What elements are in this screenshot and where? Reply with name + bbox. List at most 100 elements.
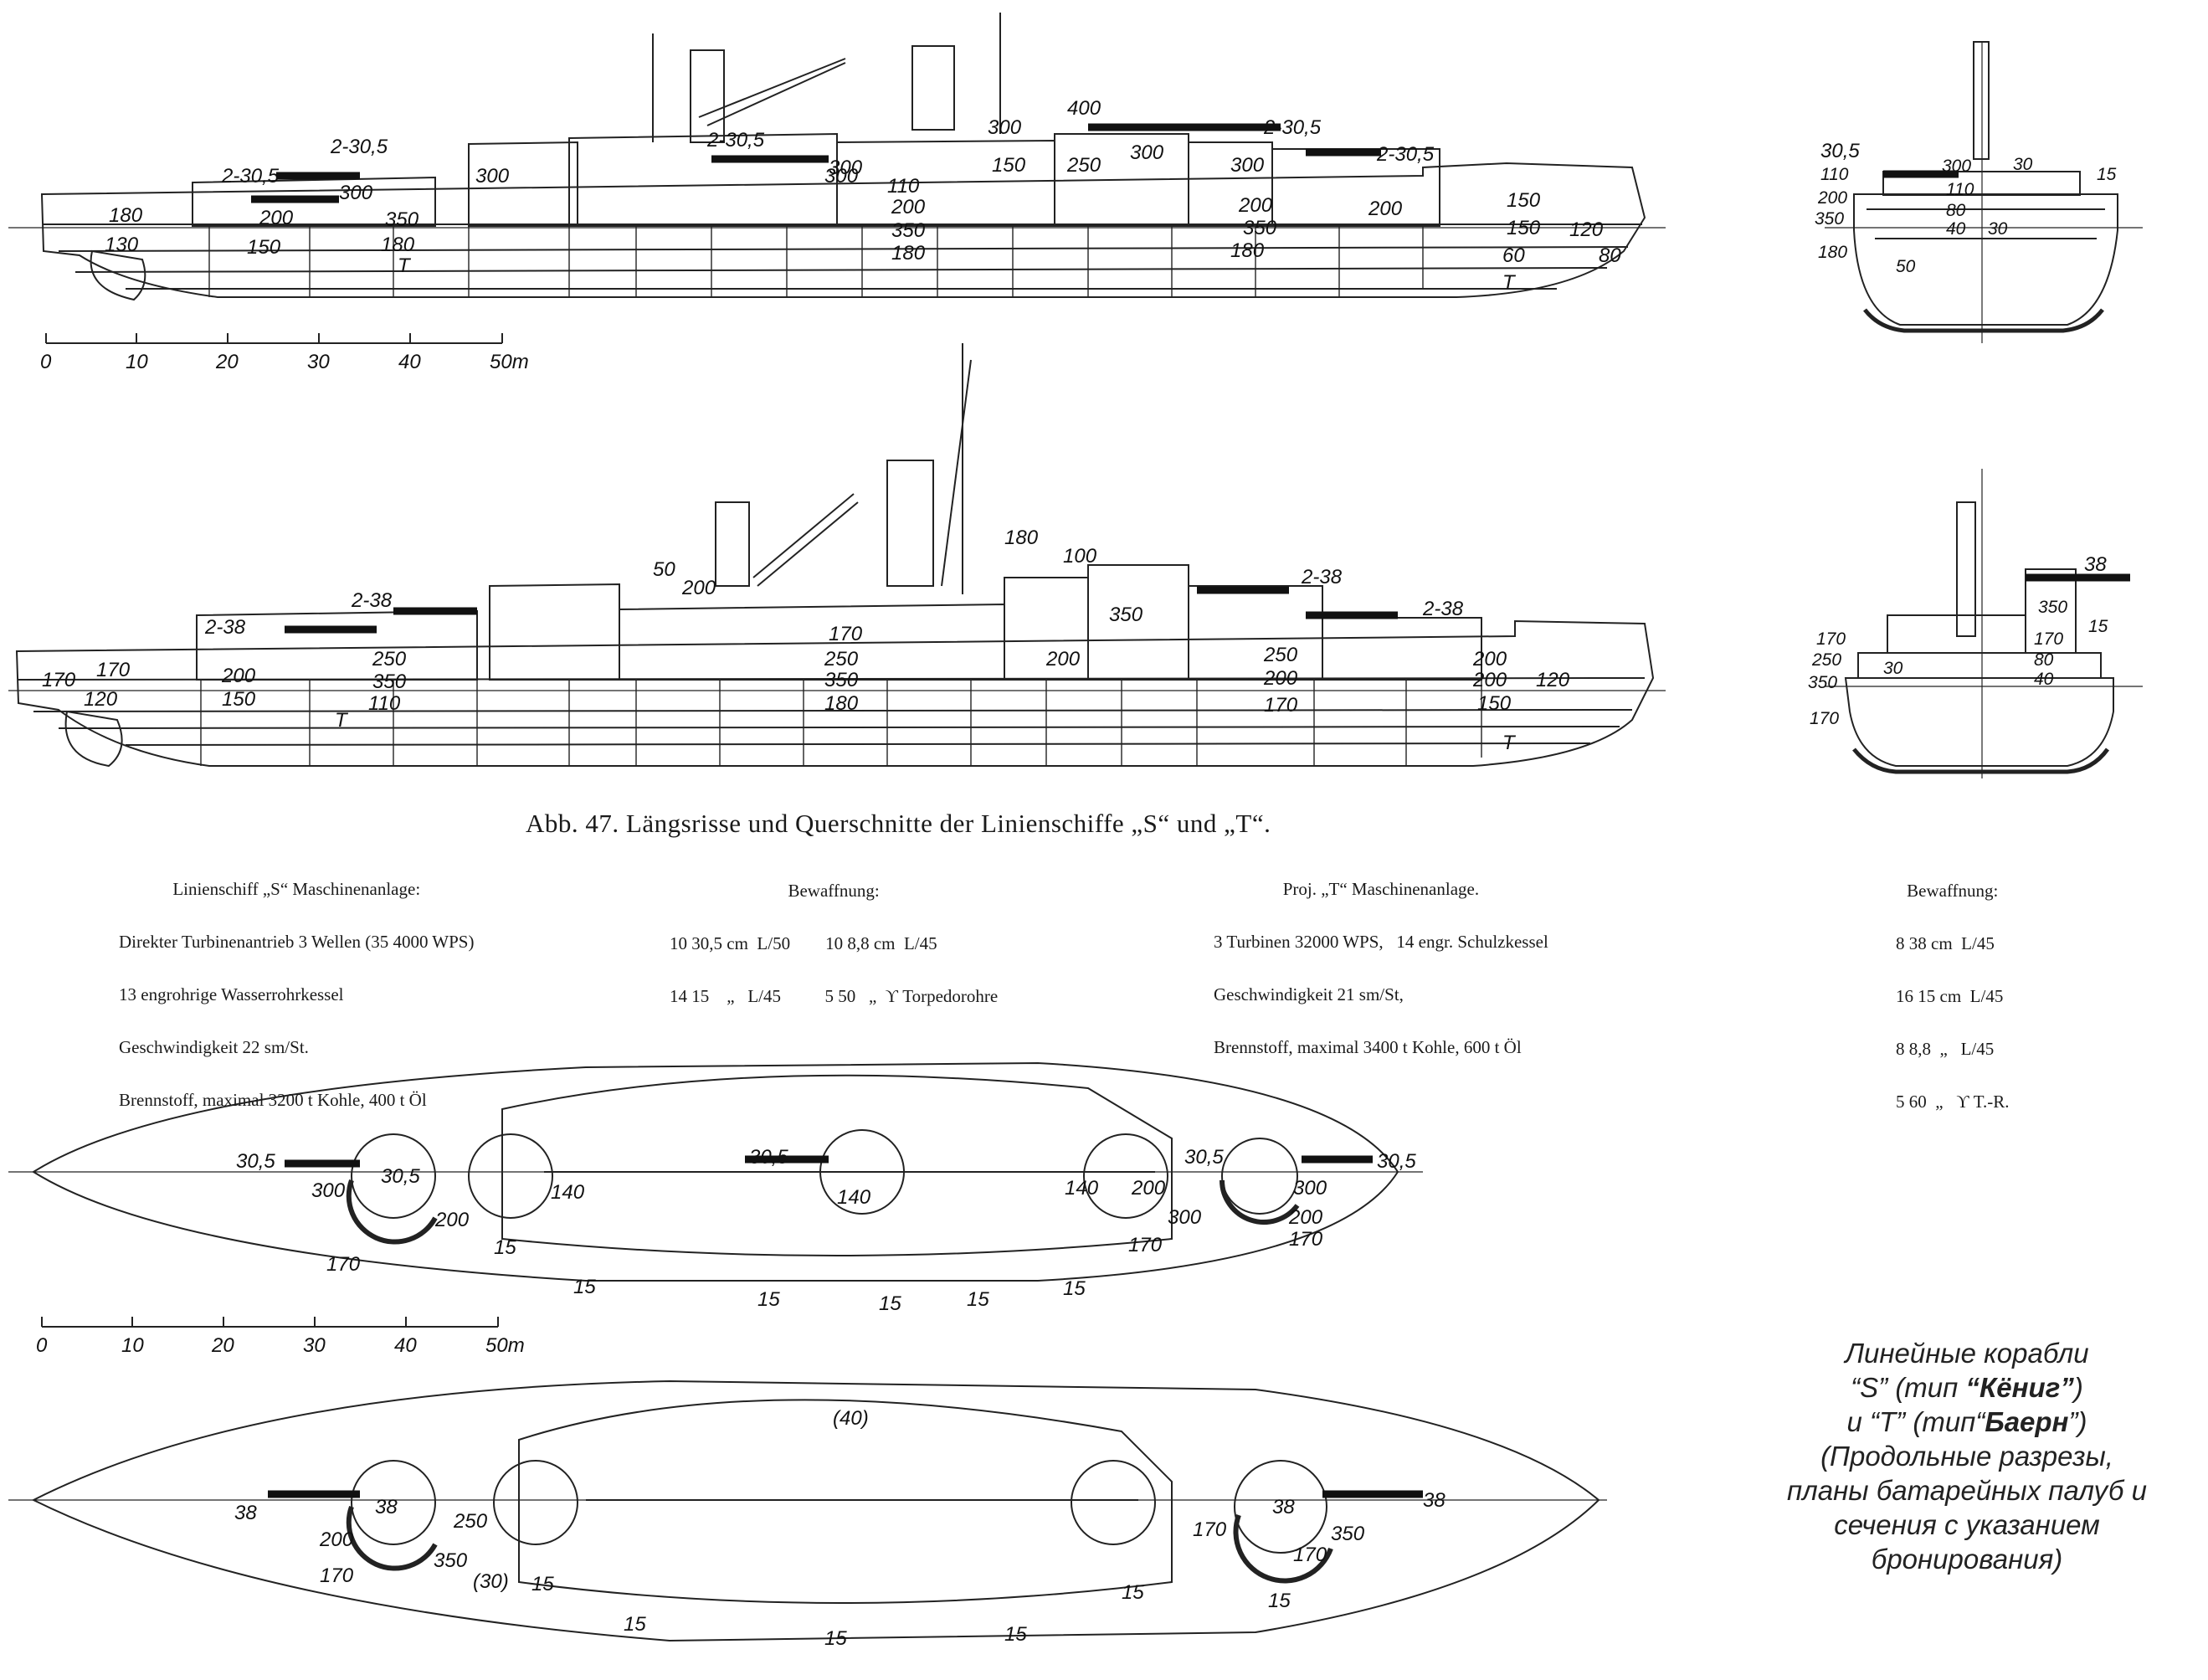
armor-label: 15 xyxy=(573,1276,596,1298)
armor-label: 30,5 xyxy=(1820,140,1860,162)
armor-label: 180 xyxy=(824,692,859,715)
armor-label: 15 xyxy=(1268,1590,1291,1612)
armor-label: (30) xyxy=(473,1570,509,1593)
armor-label: 170 xyxy=(1816,629,1846,649)
t-armament-line: 8 8,8 „ L/45 xyxy=(1896,1039,1995,1059)
armor-label: 350 xyxy=(824,669,859,691)
armor-label: 150 xyxy=(992,154,1026,177)
armor-label: 180 xyxy=(1004,527,1039,549)
armor-label: 100 xyxy=(1063,545,1097,568)
scale-tick: 30 xyxy=(307,351,330,373)
armor-label: 250 xyxy=(1263,644,1298,666)
armor-label: 170 xyxy=(1810,709,1839,728)
s-section-labels: 30,5 110 200 350 180 300 110 80 40 30 50… xyxy=(1815,140,2117,276)
armor-label: 250 xyxy=(1811,650,1841,670)
armor-label: 250 xyxy=(453,1510,488,1533)
armor-label: 200 xyxy=(221,665,256,687)
armor-label: 200 xyxy=(1817,188,1847,208)
scale-tick: 20 xyxy=(211,1334,234,1357)
armor-label: 200 xyxy=(1288,1206,1323,1229)
armor-label: 2-30,5 xyxy=(1376,143,1435,166)
armor-label: T xyxy=(335,709,349,732)
armor-label: 170 xyxy=(2034,629,2063,649)
armor-label: 350 xyxy=(1109,604,1143,626)
ship-s-section xyxy=(1825,41,2143,343)
armor-label: 180 xyxy=(891,242,926,265)
t-armament-line: 5 60 „ ϒ T.-R. xyxy=(1896,1092,2010,1112)
russian-note-line: и “T” (тип“Баерн”) xyxy=(1846,1406,2087,1437)
s-machinery-heading: Linienschiff „S“ Maschinenanlage: xyxy=(172,879,421,899)
scale-tick: 30 xyxy=(303,1334,326,1357)
armor-label: 2-30,5 xyxy=(221,165,280,188)
armor-label: 200 xyxy=(681,577,716,599)
armor-label: 300 xyxy=(1942,157,1971,176)
armor-label: 30 xyxy=(1988,219,2008,239)
armor-label: (40) xyxy=(833,1407,869,1430)
armor-label: 80 xyxy=(2034,650,2054,670)
armor-label: T xyxy=(398,254,412,277)
s-profile-labels: 2-30,5 2-30,5 2-30,5 2-30,5 2-30,5 180 2… xyxy=(105,97,1621,294)
armor-label: 300 xyxy=(824,165,859,188)
armor-label: 15 xyxy=(531,1573,554,1595)
armor-label: 250 xyxy=(372,648,407,670)
armor-label: 120 xyxy=(84,688,118,711)
armor-label: 300 xyxy=(829,157,863,179)
armor-label: 110 xyxy=(887,175,920,198)
armor-label: 15 xyxy=(967,1288,989,1311)
armor-label: T xyxy=(1502,732,1517,754)
t-armament-block: Bewaffnung: 8 38 cm L/45 16 15 cm L/45 8… xyxy=(1896,847,2010,1128)
armor-label: 80 xyxy=(1599,244,1621,267)
russian-note-line: сечения с указанием xyxy=(1834,1509,2100,1540)
armor-label: 350 xyxy=(2038,598,2067,617)
armor-label: 50 xyxy=(653,558,675,581)
t-armament-heading: Bewaffnung: xyxy=(1907,881,1999,901)
armor-label: 15 xyxy=(824,1627,847,1650)
armor-label: 170 xyxy=(1193,1518,1227,1541)
t-machinery-block: Proj. „T“ Maschinenanlage. 3 Turbinen 32… xyxy=(1214,845,1548,1074)
s-armament-line: 14 15 „ L/45 5 50 „ ϒ Torpedorohre xyxy=(670,986,999,1006)
ship-t-section xyxy=(1825,469,2143,778)
armor-label: 30,5 xyxy=(1184,1146,1224,1169)
scale-tick: 0 xyxy=(40,351,52,373)
russian-note-line: “S” (тип “Кёниг”) xyxy=(1851,1372,2083,1403)
armor-label: 38 xyxy=(1423,1489,1445,1512)
armor-label: 2-38 xyxy=(351,589,393,612)
figure-caption: Abb. 47. Längsrisse und Querschnitte der… xyxy=(526,809,1271,838)
armor-label: 140 xyxy=(1065,1177,1099,1200)
scale-tick: 50m xyxy=(485,1334,525,1357)
armor-label: 2-30,5 xyxy=(706,129,765,152)
armor-label: 400 xyxy=(1067,97,1101,120)
scale-tick: 50m xyxy=(490,351,529,373)
ship-t-profile xyxy=(8,343,1666,768)
armor-label: 150 xyxy=(1477,692,1512,715)
russian-note-line: Линейные корабли xyxy=(1845,1338,2089,1369)
armor-label: 120 xyxy=(1536,669,1570,691)
armor-label: 38 xyxy=(2084,553,2107,576)
s-machinery-line: Geschwindigkeit 22 sm/St. xyxy=(119,1037,309,1057)
armor-label: 30 xyxy=(1883,659,1903,678)
ship-t-plan xyxy=(8,1379,1607,1642)
armor-label: 110 xyxy=(368,692,401,715)
armor-label: 15 xyxy=(879,1292,901,1315)
armor-label: 140 xyxy=(837,1186,871,1209)
t-machinery-heading: Proj. „T“ Maschinenanlage. xyxy=(1282,879,1480,899)
armor-label: 170 xyxy=(1289,1228,1323,1251)
armor-label: 300 xyxy=(1293,1177,1327,1200)
s-machinery-line: Brennstoff, maximal 3200 t Kohle, 400 t … xyxy=(119,1090,427,1110)
s-armament-line: 10 30,5 cm L/50 10 8,8 cm L/45 xyxy=(670,933,937,953)
scale-tick: 10 xyxy=(121,1334,144,1357)
armor-label: 300 xyxy=(339,182,373,204)
russian-note-line: бронирования) xyxy=(1871,1544,2063,1575)
armor-label: 350 xyxy=(434,1549,468,1572)
armor-label: 15 xyxy=(1122,1581,1144,1604)
armor-label: 300 xyxy=(988,116,1022,139)
armor-label: 200 xyxy=(1045,648,1081,670)
armor-label: 2-38 xyxy=(1422,598,1464,620)
armor-label: 2-30,5 xyxy=(1263,116,1322,139)
armor-label: 350 xyxy=(1815,209,1844,229)
armor-label: 38 xyxy=(375,1496,398,1518)
armor-label: 300 xyxy=(1168,1206,1202,1229)
s-machinery-line: 13 engrohrige Wasserrohrkessel xyxy=(119,984,344,1004)
armor-label: 300 xyxy=(1130,141,1164,164)
russian-note: Линейные корабли “S” (тип “Кёниг”) и “T”… xyxy=(1749,1336,2185,1576)
